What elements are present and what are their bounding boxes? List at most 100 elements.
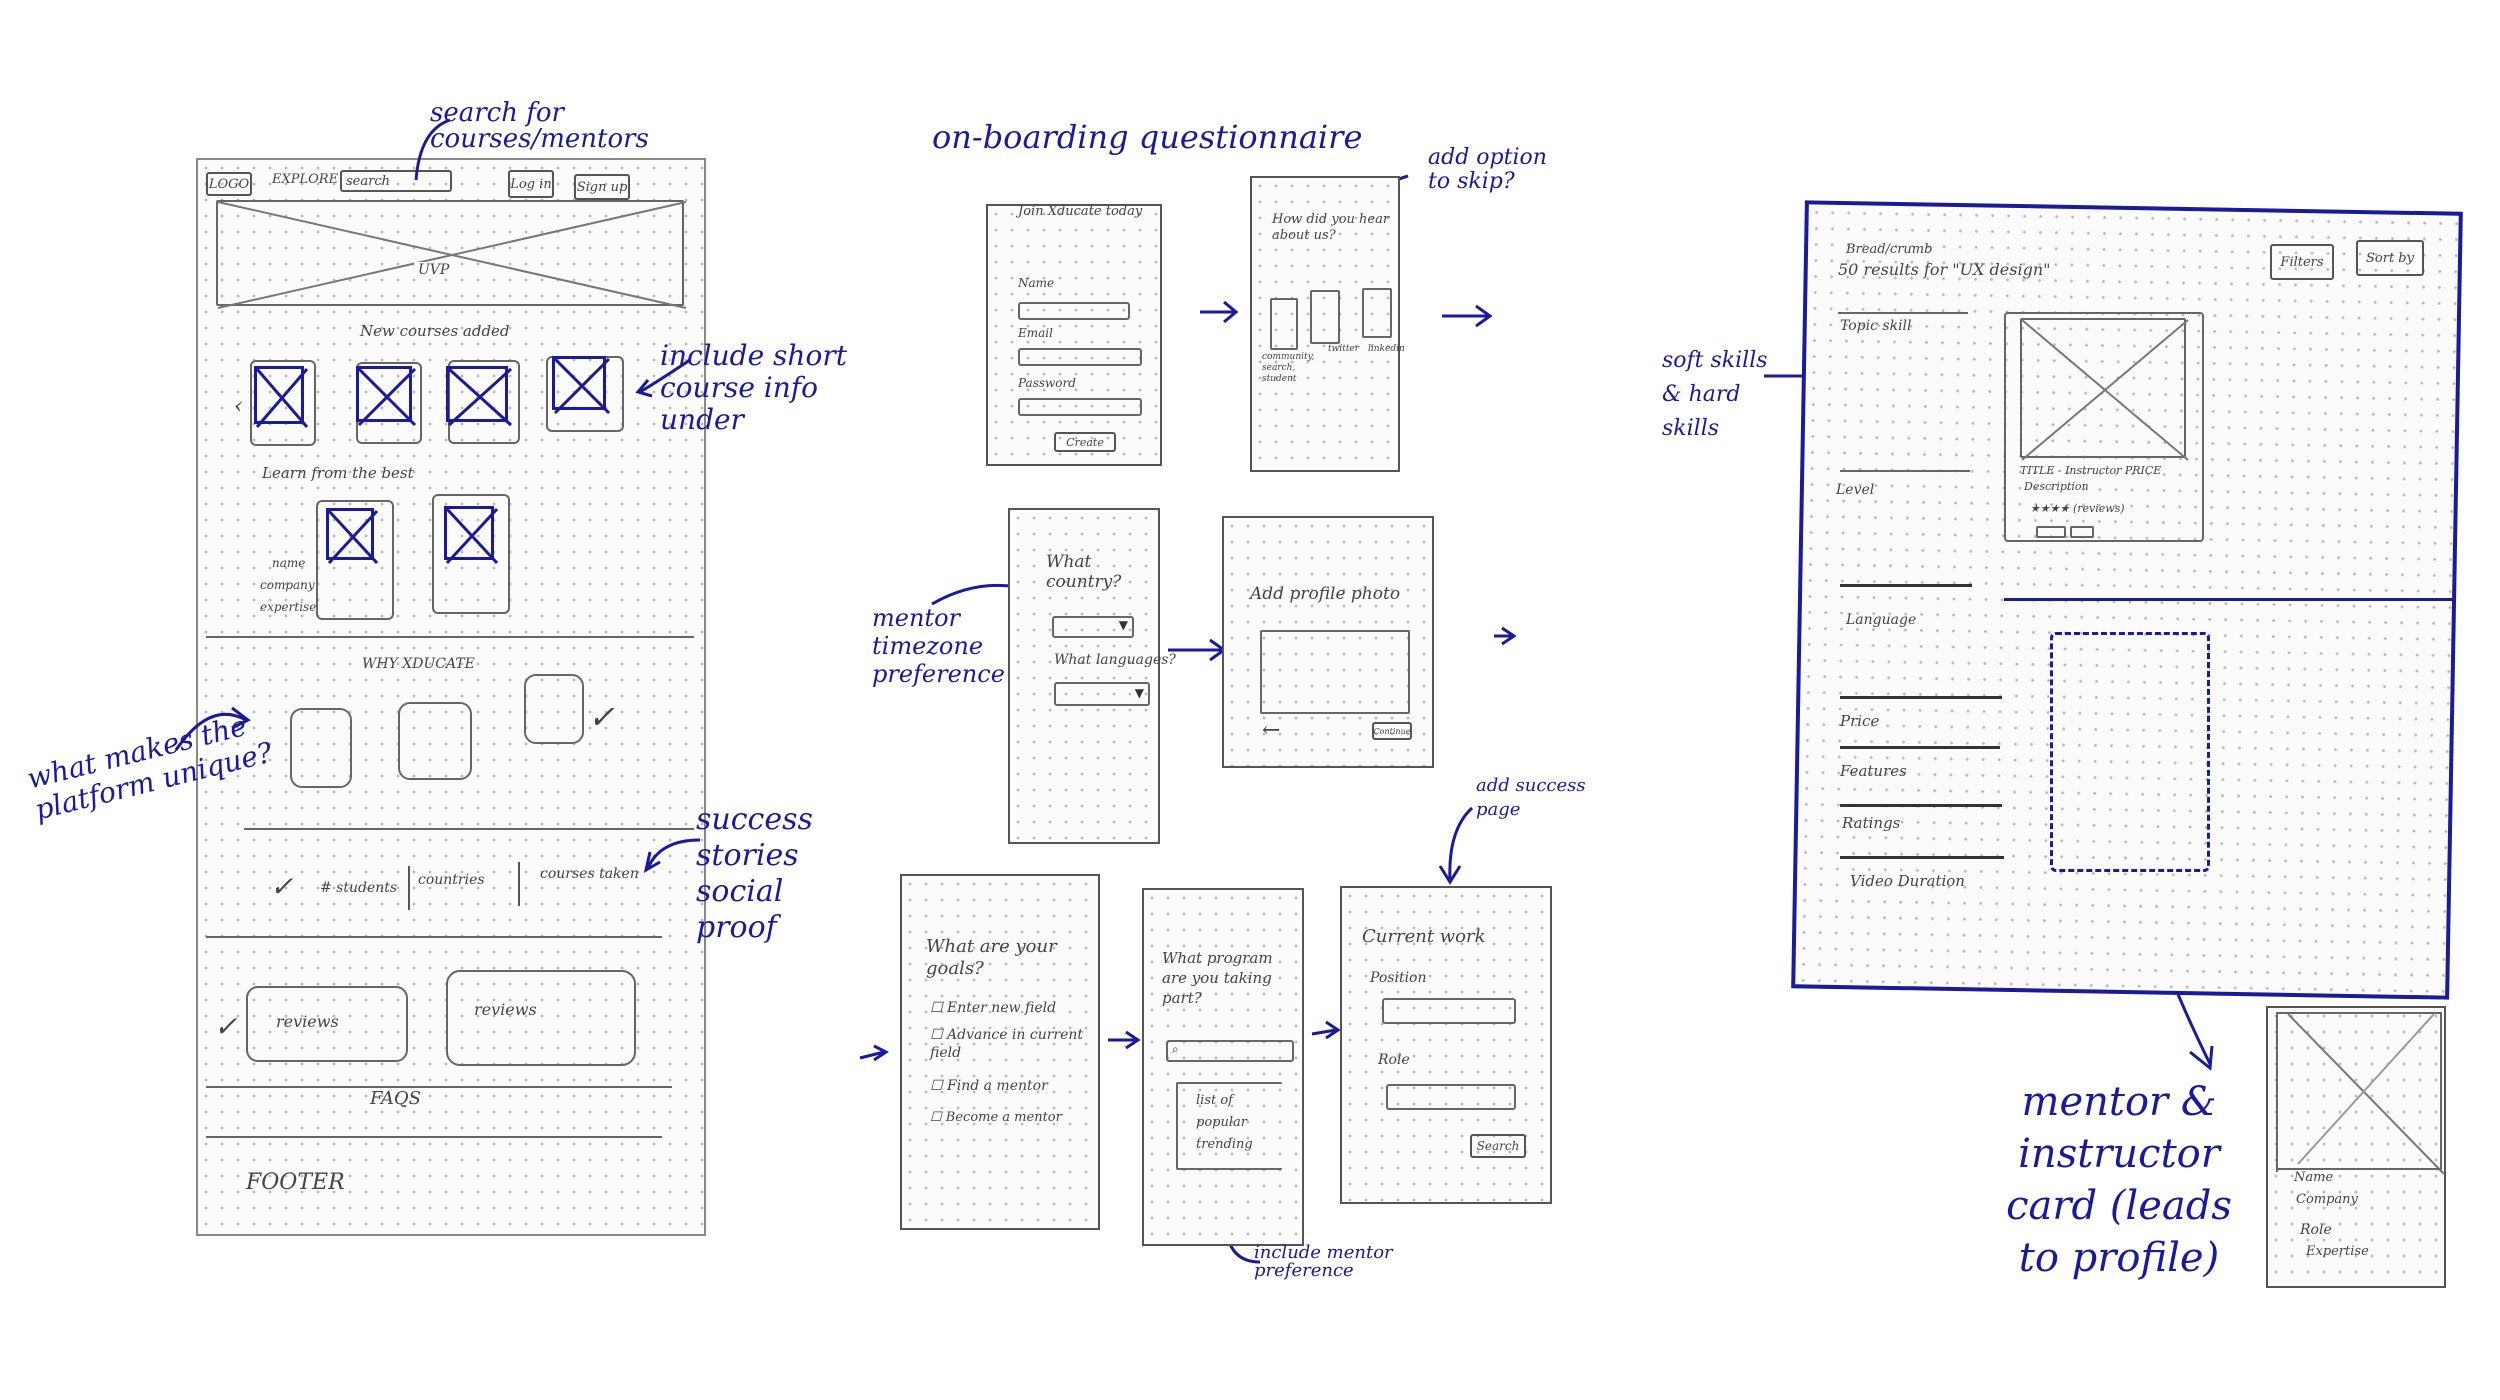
- mentor-card-company: Company: [2296, 1192, 2358, 1207]
- learn-from-heading: Learn from the best: [262, 464, 414, 482]
- tag-pill: [2036, 526, 2066, 538]
- explore-link[interactable]: EXPLORE: [272, 172, 338, 187]
- faqs-heading: FAQS: [370, 1088, 421, 1109]
- search-bar[interactable]: search: [340, 170, 452, 192]
- breadcrumb[interactable]: Bread/crumb: [1846, 242, 1932, 257]
- signup-screen: [986, 204, 1162, 466]
- check-icon: ✓: [214, 1010, 237, 1043]
- section-divider: [206, 936, 662, 938]
- goal-option[interactable]: ☐ Advance in current field: [930, 1026, 1090, 1062]
- filter-divider: [1840, 696, 2002, 699]
- position-field[interactable]: [1382, 998, 1516, 1024]
- current-field-label: Role: [1378, 1052, 1410, 1068]
- mentor-meta-company: company: [260, 578, 315, 592]
- check-icon: ✓: [270, 870, 293, 903]
- signup-field-label: Password: [1018, 376, 1076, 390]
- tag-pill: [2070, 526, 2094, 538]
- heard-option-label: twitter: [1328, 344, 1359, 354]
- annotation-timezone: mentor timezone preference: [872, 604, 1012, 688]
- filter-divider: [1840, 584, 1972, 587]
- why-heading: WHY XDUCATE: [362, 656, 475, 672]
- section-divider: [206, 1136, 662, 1138]
- password-field[interactable]: [1018, 398, 1142, 416]
- program-title: What program are you taking part?: [1162, 948, 1298, 1008]
- sort-button[interactable]: Sort by: [2356, 240, 2424, 276]
- logo[interactable]: LOGO: [206, 172, 252, 196]
- mentor-card-name: Name: [2294, 1170, 2333, 1185]
- course-thumbnail: [356, 366, 412, 422]
- annotation-onboarding: on-boarding questionnaire: [932, 118, 1362, 156]
- goal-option[interactable]: ☐ Enter new field: [930, 1000, 1056, 1016]
- heard-option-card[interactable]: [1362, 288, 1392, 338]
- carousel-prev[interactable]: ‹: [234, 394, 243, 419]
- course-thumbnail: [446, 366, 508, 422]
- filter-features[interactable]: Features: [1840, 762, 1907, 780]
- mentor-photo: [326, 508, 374, 560]
- mentor-card-photo: [2276, 1012, 2442, 1172]
- search-button[interactable]: Search: [1470, 1134, 1526, 1158]
- check-icon: ✓: [588, 698, 615, 736]
- program-list-text: list of popular trending: [1196, 1090, 1280, 1156]
- uvp-hero-image: [216, 200, 684, 306]
- heard-option-label: community, search, student: [1262, 352, 1314, 385]
- create-button[interactable]: Create: [1054, 432, 1116, 452]
- landing-page-wireframe: [196, 158, 706, 1236]
- section-divider: [206, 1086, 672, 1088]
- signup-button[interactable]: Sign up: [574, 174, 630, 200]
- language-select[interactable]: ▼: [1054, 682, 1150, 706]
- section-divider: [244, 828, 694, 830]
- goal-option[interactable]: ☐ Become a mentor: [930, 1110, 1062, 1125]
- photo-upload-area[interactable]: [1260, 630, 1410, 714]
- back-arrow[interactable]: ←: [1262, 718, 1280, 743]
- current-work-title: Current work: [1362, 926, 1486, 947]
- feature-card: [290, 708, 352, 788]
- filter-level[interactable]: Level: [1836, 482, 1874, 498]
- course-result-rating: ★★★★ (reviews): [2030, 502, 2125, 515]
- results-divider: [2004, 598, 2452, 601]
- annotation-success-page: add success page: [1476, 774, 1596, 822]
- results-heading: 50 results for "UX design": [1838, 260, 2050, 279]
- filter-language[interactable]: Language: [1846, 612, 1916, 628]
- stat-divider: [408, 866, 410, 910]
- review-text: reviews: [474, 1000, 537, 1019]
- country-question: What country?: [1046, 552, 1146, 592]
- filter-divider: [1840, 746, 2000, 749]
- continue-button[interactable]: Continue: [1372, 722, 1412, 740]
- goals-title: What are your goals?: [926, 936, 1086, 980]
- language-question: What languages?: [1054, 652, 1176, 668]
- annotation-mentor-card: mentor & instructor card (leads to profi…: [1994, 1076, 2244, 1284]
- login-button[interactable]: Log in: [508, 170, 554, 198]
- heard-option-card[interactable]: [1310, 290, 1340, 344]
- email-field[interactable]: [1018, 348, 1142, 366]
- name-field[interactable]: [1018, 302, 1130, 320]
- mentor-photo: [444, 506, 494, 560]
- stat-countries: countries: [418, 872, 485, 888]
- filters-button[interactable]: Filters: [2270, 244, 2334, 280]
- feature-card: [398, 702, 472, 780]
- uvp-label: UVP: [414, 262, 453, 278]
- country-select[interactable]: ▼: [1052, 616, 1134, 638]
- signup-title: Join Xducate today: [1018, 204, 1142, 219]
- mentor-meta-name: name: [272, 556, 305, 570]
- program-search-field[interactable]: ⌕: [1166, 1040, 1294, 1062]
- feature-card: [524, 674, 584, 744]
- filter-ratings[interactable]: Ratings: [1842, 814, 1900, 832]
- heard-option-card[interactable]: [1270, 298, 1298, 350]
- role-field[interactable]: [1386, 1084, 1516, 1110]
- goal-option[interactable]: ☐ Find a mentor: [930, 1078, 1048, 1094]
- course-result-thumbnail: [2020, 318, 2186, 458]
- program-screen: [1142, 888, 1304, 1246]
- mentor-card-expertise: Expertise: [2306, 1244, 2369, 1259]
- stat-divider: [518, 862, 520, 906]
- signup-field-label: Email: [1018, 326, 1053, 340]
- annotation-mentor-pref: include mentor preference: [1254, 1244, 1444, 1280]
- filter-price[interactable]: Price: [1840, 712, 1879, 730]
- course-thumbnail: [552, 356, 606, 410]
- filter-video-duration[interactable]: Video Duration: [1850, 872, 1965, 890]
- course-result-desc: Description: [2024, 480, 2089, 493]
- stat-courses: courses taken: [540, 866, 639, 882]
- filter-divider: [1840, 856, 2004, 859]
- course-result-title: TITLE - Instructor PRICE: [2020, 464, 2161, 477]
- heard-option-label: linkedin: [1368, 344, 1405, 354]
- filter-topic-skill[interactable]: Topic skill: [1840, 318, 1912, 334]
